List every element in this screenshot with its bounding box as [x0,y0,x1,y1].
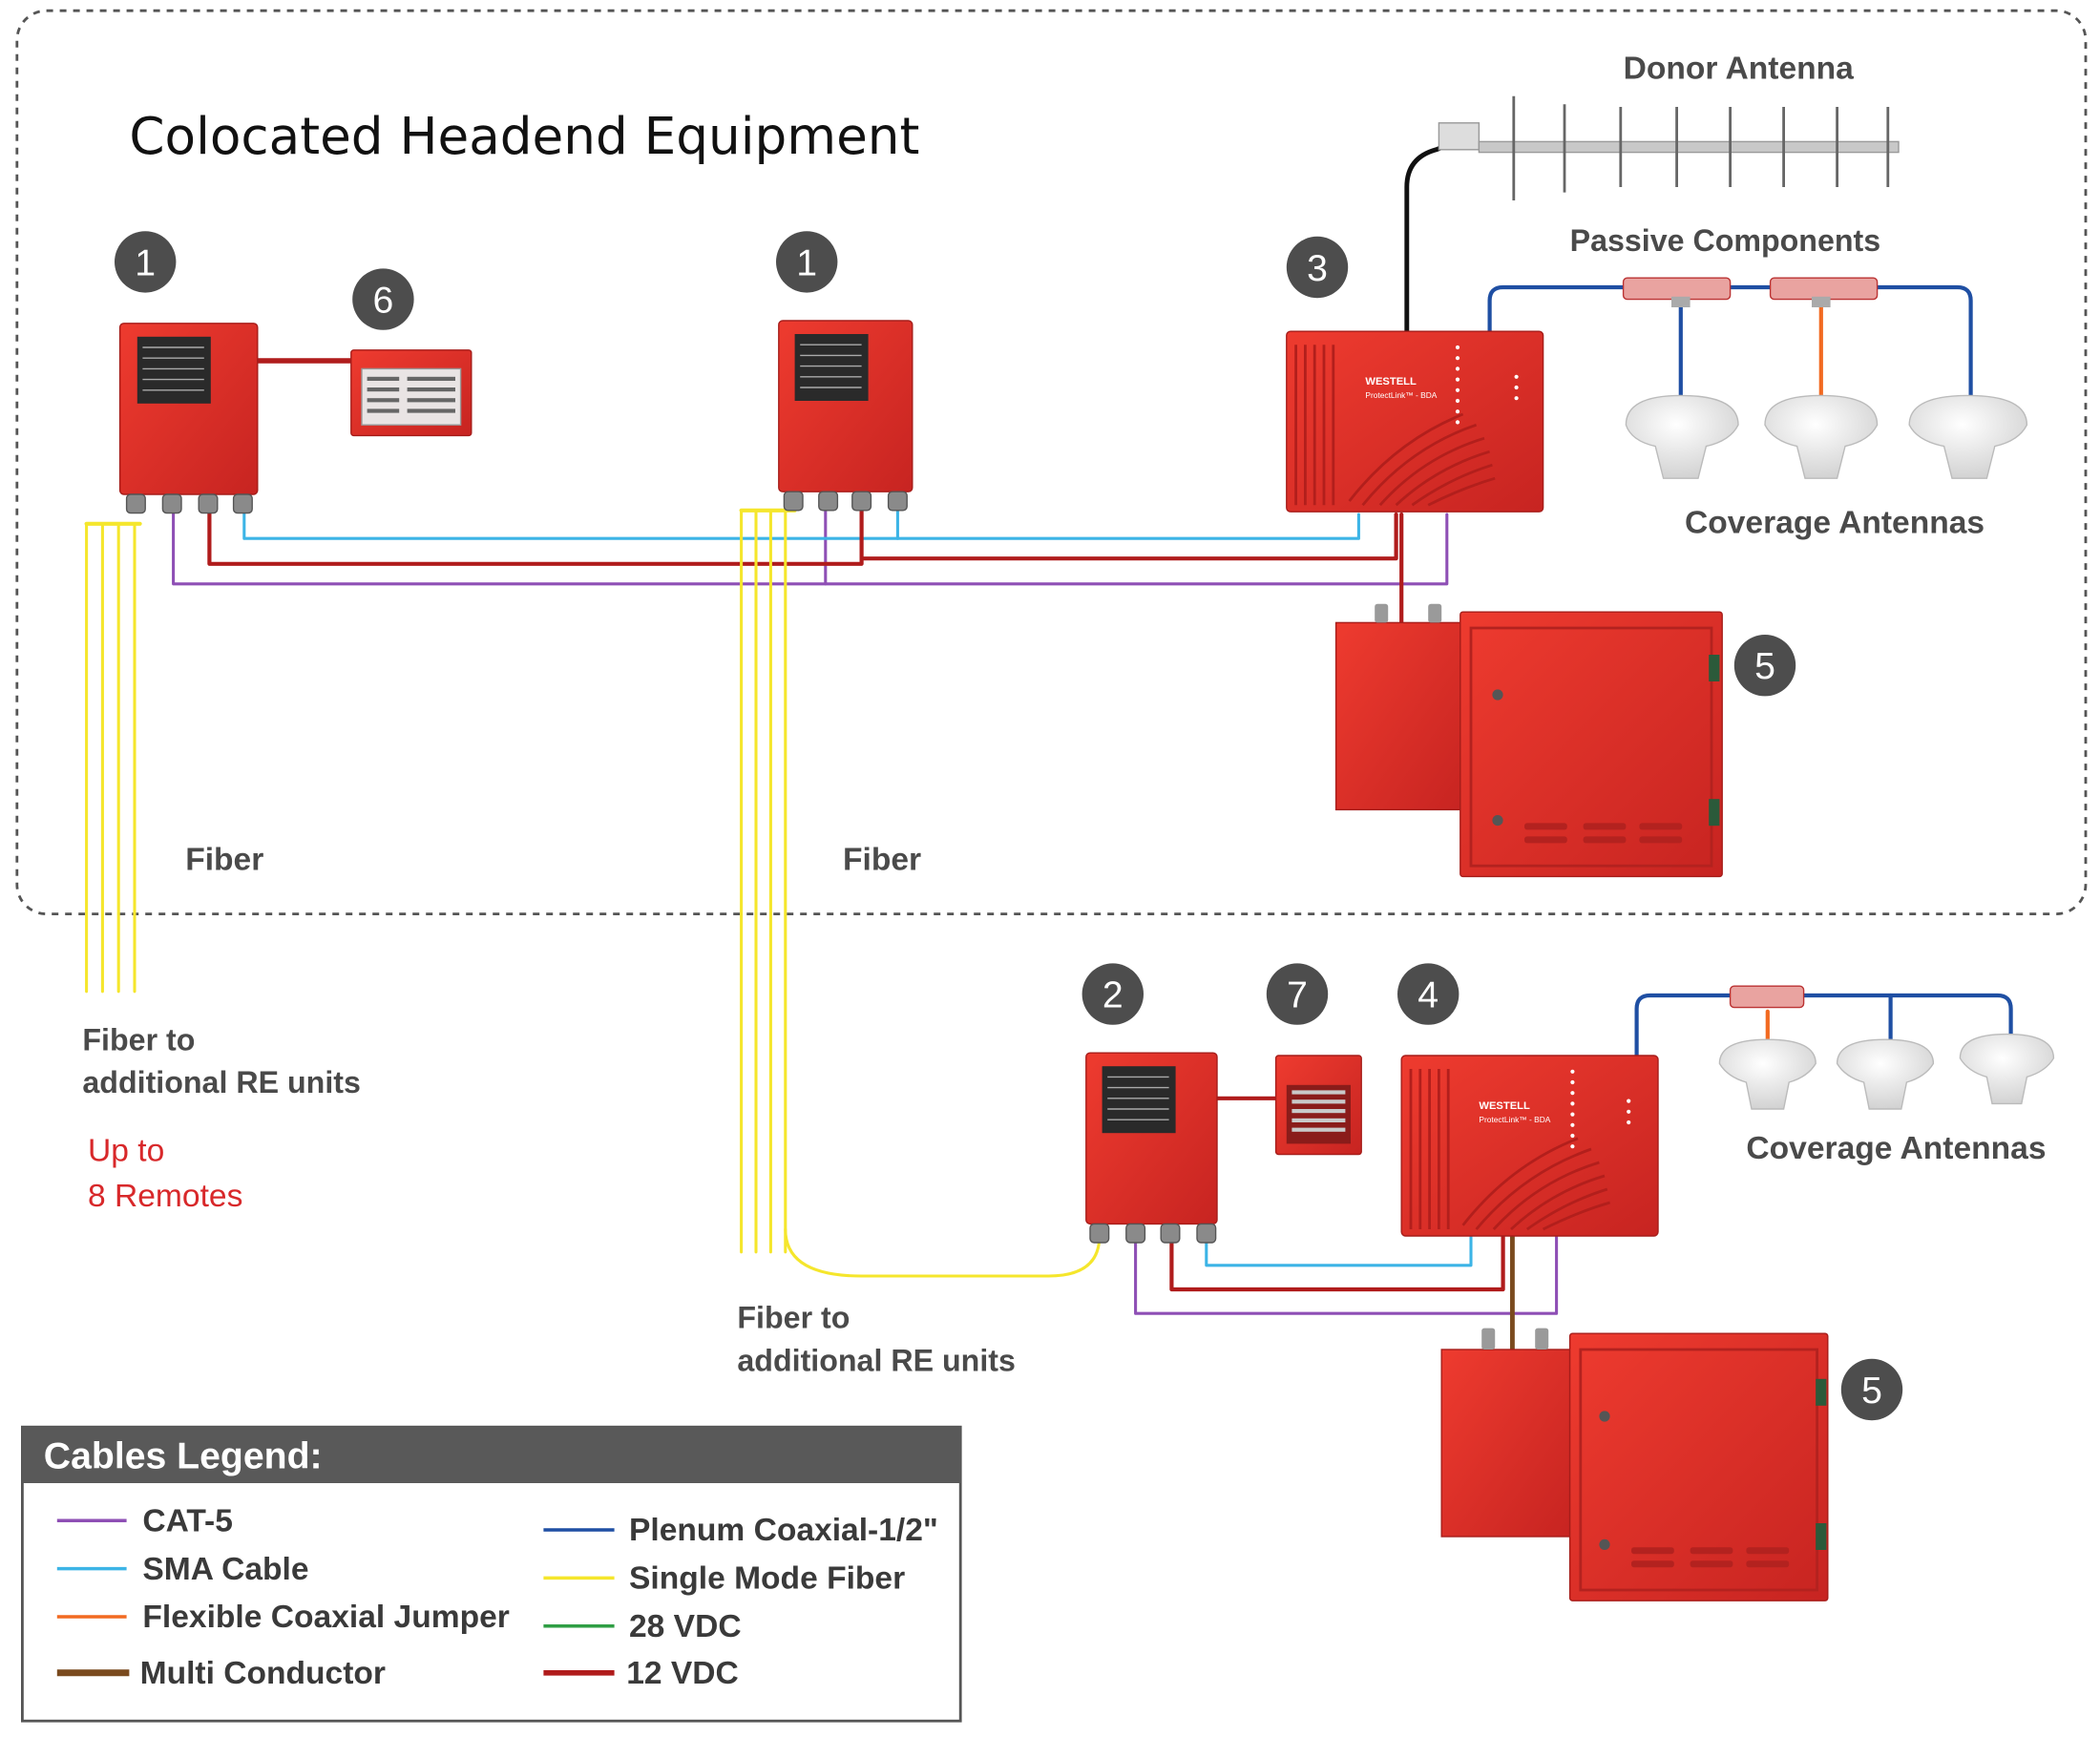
svg-text:7: 7 [1287,975,1308,1016]
battery-enclosure-headend [1334,603,1723,878]
badge-1-left: 1 [115,231,177,293]
bda-headend-model: ProtectLink™ - BDA [1365,390,1437,400]
svg-text:Flexible Coaxial Jumper: Flexible Coaxial Jumper [142,1600,509,1635]
label-fiber-to-left-2: additional RE units [82,1065,360,1099]
legend-item-single-mode-fiber: Single Mode Fiber [543,1561,905,1597]
cable-12vdc-remote [1169,1233,1505,1292]
badge-5-headend: 5 [1733,635,1796,697]
legend-item-28vdc: 28 VDC [543,1609,742,1644]
svg-text:1: 1 [135,242,156,283]
master-unit-left [118,323,259,514]
passive-splitter-1 [1622,277,1732,307]
svg-text:CAT-5: CAT-5 [142,1503,233,1538]
label-fiber-to-bottom-1: Fiber to [737,1301,850,1335]
bda-remote: WESTELL ProtectLink™ - BDA [1400,1055,1659,1237]
svg-text:1: 1 [796,242,817,283]
legend-item-cat5: CAT-5 [56,1503,233,1538]
bda-headend: WESTELL ProtectLink™ - BDA [1286,330,1544,513]
badge-2: 2 [1082,963,1144,1025]
badge-7: 7 [1266,963,1329,1025]
diagram-title: Colocated Headend Equipment [129,107,919,166]
battery-enclosure-remote [1440,1328,1829,1601]
svg-text:4: 4 [1418,975,1438,1016]
badge-6: 6 [352,268,414,330]
svg-text:Multi Conductor: Multi Conductor [140,1656,386,1691]
svg-text:SMA Cable: SMA Cable [142,1552,308,1587]
fiber-to-remote [784,1227,1102,1278]
bda-remote-brand: WESTELL [1479,1100,1530,1112]
label-donor-antenna: Donor Antenna [1624,52,1855,87]
legend-item-multi-conductor: Multi Conductor [56,1656,386,1691]
svg-text:2: 2 [1102,975,1124,1016]
headend-boundary [15,9,2088,915]
cable-cat5-headend [172,506,1449,586]
label-fiber-mid: Fiber [843,842,921,877]
label-passive-components: Passive Components [1570,223,1881,258]
legend-item-sma: SMA Cable [56,1552,309,1587]
badge-3: 3 [1286,236,1349,299]
coverage-antenna-top-3 [1908,394,2028,479]
label-fiber-to-left-1: Fiber to [82,1022,195,1057]
cable-sma-remote [1205,1234,1473,1267]
coverage-antenna-top-2 [1764,394,1879,479]
annunciator-panel-remote [1274,1055,1362,1156]
coverage-antenna-bottom-3 [1959,1033,2055,1105]
cable-12vdc-headend-b [859,512,1398,561]
svg-text:6: 6 [373,281,394,322]
remote-unit [1085,1052,1218,1244]
cable-donor-coax [1404,138,1460,337]
label-fiber-to-bottom-2: additional RE units [737,1343,1015,1377]
cables-legend: Cables Legend: CAT-5 SMA Cable Flexible … [21,1425,962,1723]
badge-5-remote: 5 [1840,1358,1903,1421]
legend-item-plenum-coax: Plenum Coaxial-1/2" [543,1513,938,1548]
badge-4: 4 [1397,963,1460,1025]
label-coverage-antennas-top: Coverage Antennas [1685,506,1984,541]
cable-cat5-remote [1134,1234,1559,1315]
fiber-left-bundle [85,522,136,994]
label-up-to-2: 8 Remotes [88,1179,242,1214]
cable-12vdc-headend [207,505,864,566]
passive-splitter-2 [1769,277,1879,307]
label-coverage-antennas-bottom: Coverage Antennas [1746,1131,2046,1166]
svg-text:28 VDC: 28 VDC [629,1609,742,1644]
label-fiber-left: Fiber [185,842,263,877]
coverage-antenna-top-1 [1625,394,1739,479]
master-unit-mid [778,320,914,512]
svg-text:5: 5 [1861,1371,1882,1412]
cables [84,138,2013,1355]
annunciator-panel-headend [350,349,472,437]
svg-text:12 VDC: 12 VDC [626,1656,739,1691]
donor-antenna [1438,95,1900,200]
coverage-antenna-bottom-1 [1718,1038,1816,1110]
cable-sma-headend [242,506,1360,540]
coverage-antenna-bottom-2 [1836,1038,1935,1110]
svg-text:5: 5 [1754,646,1775,687]
label-up-to-1: Up to [88,1134,164,1169]
svg-text:3: 3 [1307,248,1328,289]
badge-1-mid: 1 [776,231,838,293]
legend-item-12vdc: 12 VDC [543,1656,739,1691]
cable-plenum-bottom [1634,993,2013,1058]
legend-title: Cables Legend: [44,1436,323,1477]
svg-text:Plenum Coaxial-1/2": Plenum Coaxial-1/2" [629,1513,938,1548]
legend-item-flex-jumper: Flexible Coaxial Jumper [56,1600,510,1635]
svg-text:Single Mode Fiber: Single Mode Fiber [629,1561,905,1597]
bda-remote-model: ProtectLink™ - BDA [1479,1115,1550,1124]
cable-plenum-top [1487,284,1973,398]
fiber-mid-bundle [740,509,788,1254]
passive-splitter-3 [1729,985,1805,1009]
bda-headend-brand: WESTELL [1365,376,1417,387]
